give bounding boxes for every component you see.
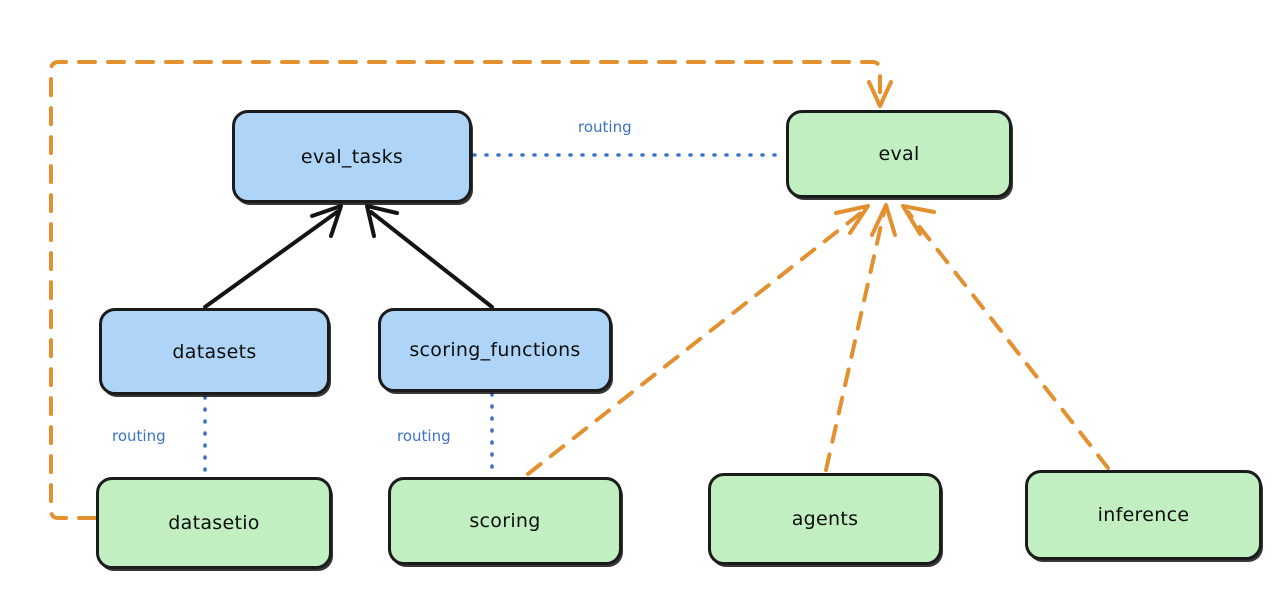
node-label: datasetio	[168, 512, 260, 534]
edge-label-routing-datasets: routing	[112, 427, 166, 445]
edge-label-routing-eval: routing	[578, 118, 632, 136]
node-agents[interactable]: agents	[708, 473, 942, 565]
node-label: inference	[1097, 504, 1190, 526]
node-scoring-functions[interactable]: scoring_functions	[378, 308, 612, 392]
node-label: scoring_functions	[409, 339, 581, 361]
edge-scoring-to-eval	[526, 204, 870, 476]
edge-inference-to-eval	[901, 204, 1110, 470]
node-datasetio[interactable]: datasetio	[96, 477, 332, 569]
edge-datasetio-to-eval	[49, 60, 893, 520]
edge-agents-to-eval	[824, 203, 897, 472]
node-label: datasets	[172, 340, 257, 363]
node-scoring[interactable]: scoring	[388, 477, 622, 565]
node-label: agents	[791, 508, 859, 530]
node-label: scoring	[469, 510, 541, 532]
edge-label-routing-scoring: routing	[397, 427, 451, 445]
node-label: eval	[878, 143, 920, 165]
edge-scoring_functions-to-eval_tasks	[365, 204, 494, 309]
node-inference[interactable]: inference	[1025, 470, 1262, 560]
node-eval[interactable]: eval	[786, 110, 1012, 198]
node-eval-tasks[interactable]: eval_tasks	[232, 110, 472, 203]
edge-datasets-to-eval_tasks	[203, 204, 343, 309]
node-datasets[interactable]: datasets	[99, 308, 330, 395]
node-label: eval_tasks	[300, 145, 404, 168]
